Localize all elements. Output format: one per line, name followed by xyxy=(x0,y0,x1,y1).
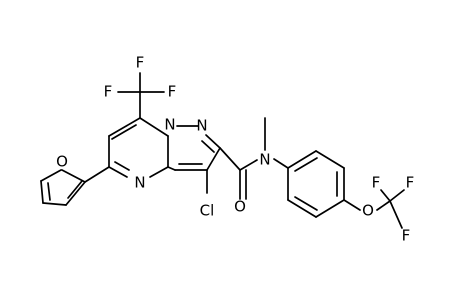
bond-furan-3-double xyxy=(47,182,51,201)
bond-phenyl-5 xyxy=(287,199,317,218)
bond-lines xyxy=(40,72,405,229)
bond-furan-5 xyxy=(65,181,86,206)
atom-n-amide: N xyxy=(259,151,270,169)
bond-phenyl-4 xyxy=(315,199,345,218)
bond-pyrazole-2 xyxy=(205,134,221,149)
bond-phenyl-1 xyxy=(287,150,317,169)
atom-cl: Cl xyxy=(200,202,215,220)
atom-o-ether: O xyxy=(362,202,374,220)
bond-phenyl-5-double xyxy=(294,196,318,211)
atom-n-ring-b: N xyxy=(196,117,207,135)
bond-furan-1 xyxy=(61,169,86,183)
bond-pyrazole-3 xyxy=(206,147,221,171)
atom-f3: F xyxy=(168,83,177,101)
bond-ether-o-to-cf3 xyxy=(376,200,391,211)
bond-pyrimidine-4 xyxy=(149,166,169,178)
bond-n-to-phenyl xyxy=(273,158,289,169)
bond-carbonyl-to-n xyxy=(239,159,258,171)
atom-f1: F xyxy=(136,54,145,72)
bond-cf3b-to-f4 xyxy=(380,189,391,202)
bond-pyrimidine-6 xyxy=(139,117,169,137)
atom-labels: F F F N N N O Cl O N O F F F xyxy=(56,54,414,245)
atom-n-ring-a: N xyxy=(164,116,175,134)
bond-pyrimidine-1 xyxy=(108,117,141,137)
bond-pyrazole-5 xyxy=(167,166,176,171)
atom-f6: F xyxy=(402,227,411,245)
bond-furan-5-double xyxy=(67,180,83,199)
bond-phenyl-1-double xyxy=(294,157,318,172)
bond-pyrimidine-1-double xyxy=(111,124,137,140)
bond-pyrimidine-3-double xyxy=(114,161,130,171)
bond-furan-2 xyxy=(40,169,62,182)
atom-n-pyrimidine: N xyxy=(134,174,145,192)
bond-cf3b-to-f6 xyxy=(389,200,403,229)
bond-phenyl-2 xyxy=(315,150,345,169)
bond-phenyl-to-ether-o xyxy=(343,199,361,211)
bond-pyrimidine-3 xyxy=(108,166,128,178)
bond-ring-to-carbonyl xyxy=(219,147,241,171)
bond-pyrazole-2-double xyxy=(201,140,215,153)
atom-f5: F xyxy=(406,174,415,192)
atom-o-furan: O xyxy=(56,153,68,171)
bond-furan-3 xyxy=(40,180,44,204)
bond-pyrimidine-to-furan xyxy=(84,166,110,183)
bond-cf3b-to-f5 xyxy=(389,189,405,202)
bond-furan-4 xyxy=(42,202,67,206)
atom-f4: F xyxy=(372,174,381,192)
atom-f2: F xyxy=(104,83,113,101)
atom-o-carbonyl: O xyxy=(234,198,246,216)
